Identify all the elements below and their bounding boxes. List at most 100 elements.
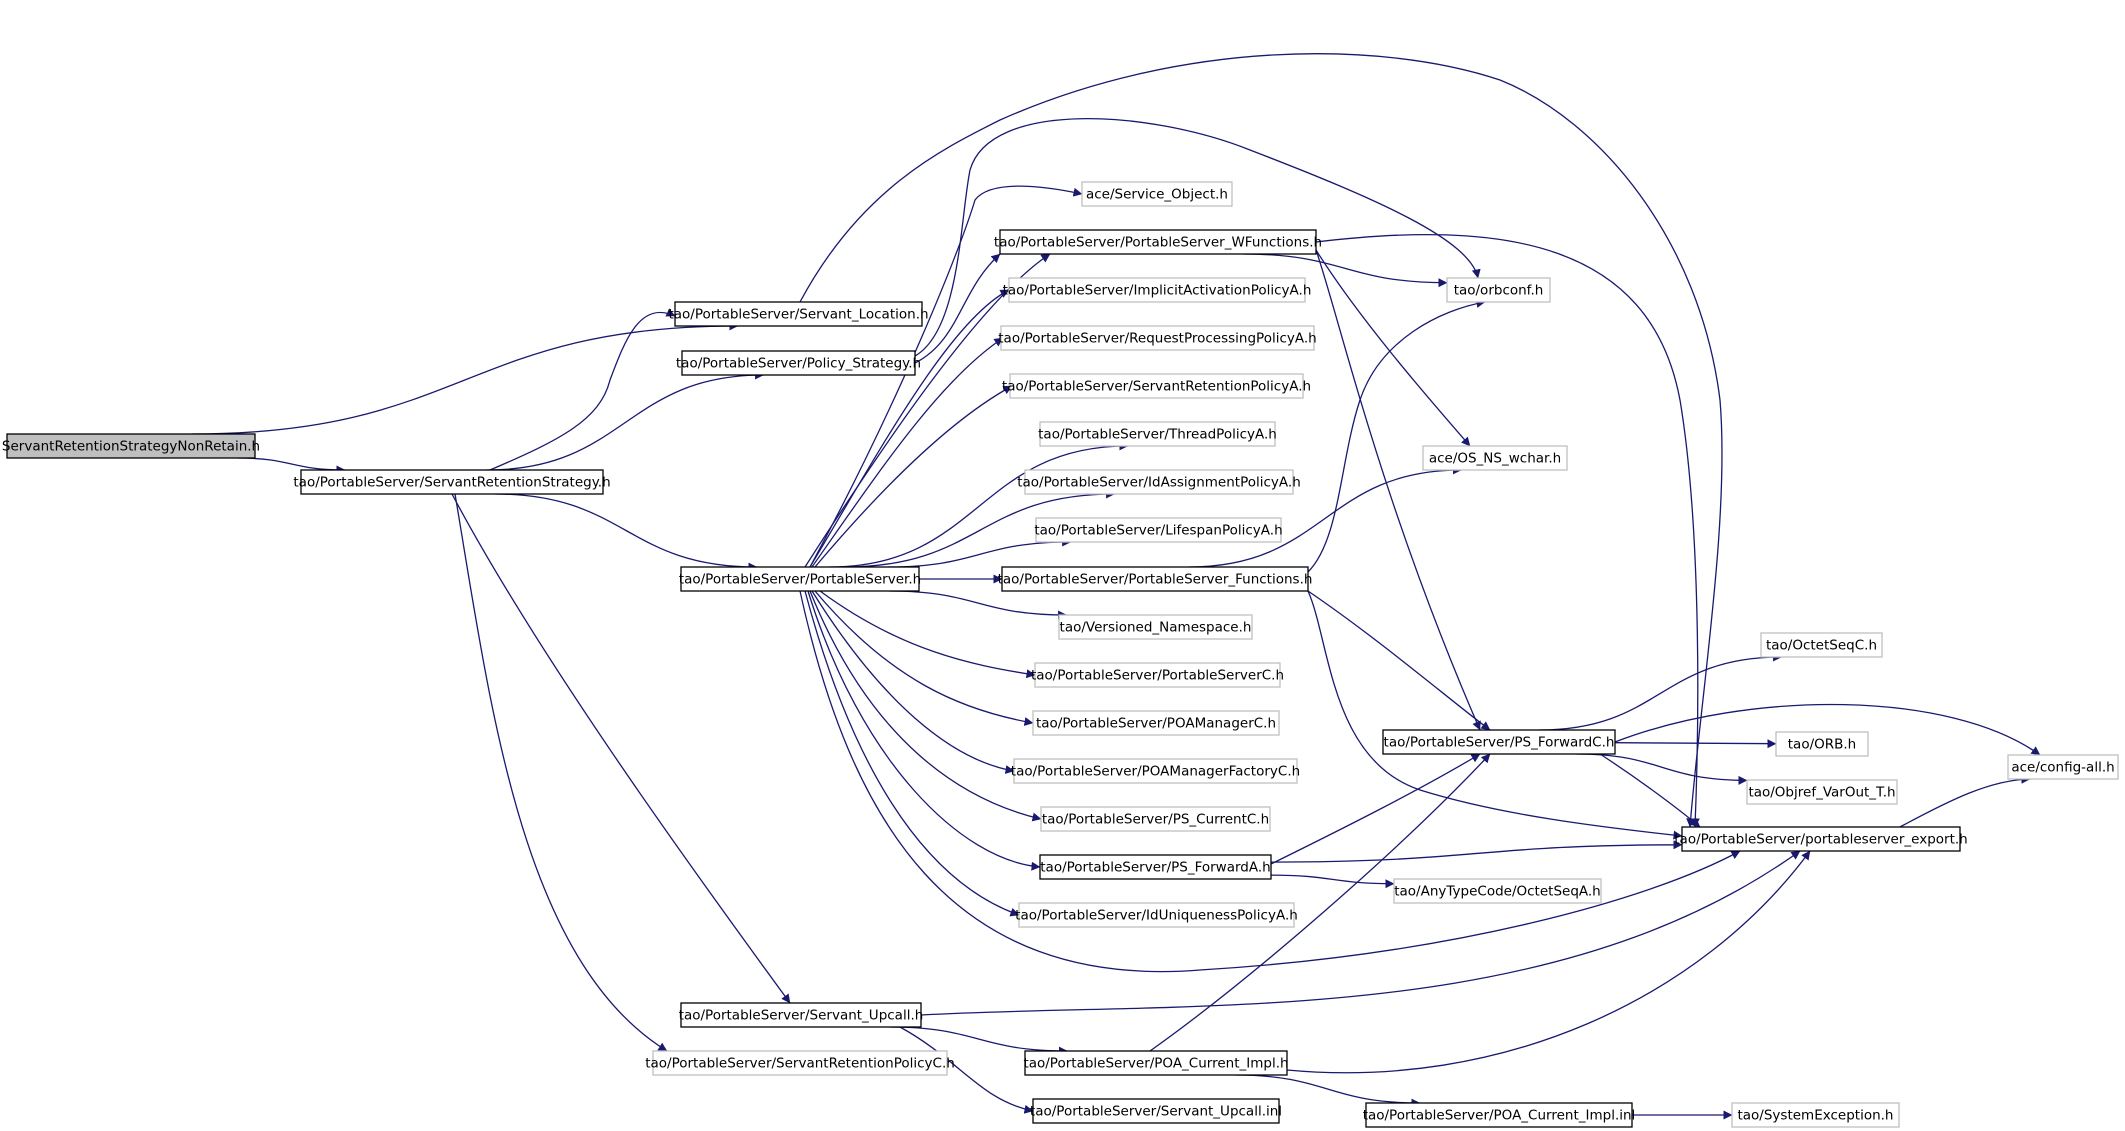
file-node-label: tao/PortableServer/POAManagerFactoryC.h bbox=[1011, 764, 1300, 780]
file-node-label: tao/PortableServer/Servant_Upcall.h bbox=[679, 1008, 924, 1024]
file-node-svcobj: ace/Service_Object.h bbox=[1081, 181, 1233, 207]
file-node-label: ace/OS_NS_wchar.h bbox=[1429, 451, 1561, 467]
file-node-label: tao/PortableServer/Policy_Strategy.h bbox=[676, 356, 921, 372]
file-node-wfun[interactable]: tao/PortableServer/PortableServer_WFunct… bbox=[994, 229, 1322, 255]
file-node-supcall[interactable]: tao/PortableServer/Servant_Upcall.h bbox=[679, 1002, 924, 1028]
dependency-edge-pstrat-to-orbconf bbox=[914, 118, 1481, 357]
file-node-srs[interactable]: tao/PortableServer/ServantRetentionStrat… bbox=[293, 469, 611, 495]
dependency-edge-ps-to-psc bbox=[819, 590, 1036, 679]
file-node-orbconf: tao/orbconf.h bbox=[1446, 277, 1551, 303]
file-node-label: tao/PortableServer/IdAssignmentPolicyA.h bbox=[1017, 475, 1301, 491]
file-node-objref: tao/Objref_VarOut_T.h bbox=[1746, 779, 1898, 805]
file-node-box bbox=[1039, 421, 1276, 447]
file-node-rppa: tao/PortableServer/RequestProcessingPoli… bbox=[998, 325, 1317, 351]
file-node-vns: tao/Versioned_Namespace.h bbox=[1058, 614, 1253, 640]
dependency-edge-wfun-to-psfc bbox=[1315, 249, 1481, 731]
file-node-label: tao/Versioned_Namespace.h bbox=[1060, 620, 1252, 636]
file-node-label: tao/PortableServer/PS_ForwardA.h bbox=[1040, 860, 1270, 876]
dependency-edge-srs-to-pstrat bbox=[486, 370, 765, 471]
file-node-psfc[interactable]: tao/PortableServer/PS_ForwardC.h bbox=[1382, 729, 1616, 755]
file-node-label: tao/Objref_VarOut_T.h bbox=[1748, 785, 1895, 801]
file-node-pci[interactable]: tao/PortableServer/POA_Current_Impl.h bbox=[1023, 1050, 1289, 1076]
file-node-iapa: tao/PortableServer/ImplicitActivationPol… bbox=[1003, 277, 1311, 303]
file-node-box bbox=[1034, 662, 1281, 688]
dependency-edge-psfa-to-psfc bbox=[1270, 753, 1481, 865]
dependency-edge-wfun-to-export bbox=[1315, 233, 1700, 828]
dependency-edge-ps-to-idapa bbox=[844, 489, 1116, 568]
file-node-label: tao/PortableServer/ServantRetentionPolic… bbox=[1002, 379, 1311, 395]
file-node-psc: tao/PortableServer/PortableServerC.h bbox=[1031, 662, 1284, 688]
file-node-pstrat[interactable]: tao/PortableServer/Policy_Strategy.h bbox=[676, 350, 921, 376]
file-node-lpa: tao/PortableServer/LifespanPolicyA.h bbox=[1034, 517, 1283, 543]
dependency-edge-fun-to-psfc bbox=[1307, 590, 1491, 731]
file-node-box bbox=[680, 566, 920, 592]
dependency-edge-pstrat-to-wfun bbox=[914, 253, 1001, 364]
file-node-sysex: tao/SystemException.h bbox=[1731, 1102, 1900, 1128]
dependency-edge-ps-to-iapa bbox=[809, 289, 1010, 568]
file-node-label: tao/PortableServer/PortableServer_Functi… bbox=[998, 572, 1313, 588]
file-node-label: tao/PortableServer/PS_CurrentC.h bbox=[1042, 812, 1269, 828]
dependency-edge-psfa-to-export bbox=[1270, 840, 1683, 863]
dependency-edge-export-to-cfgall bbox=[1899, 774, 2031, 828]
file-node-box bbox=[1731, 1102, 1900, 1128]
file-node-label: tao/PortableServer/PortableServerC.h bbox=[1031, 668, 1284, 684]
file-node-pmfc: tao/PortableServer/POAManagerFactoryC.h bbox=[1011, 758, 1300, 784]
dependency-edge-root-to-sloc bbox=[191, 321, 739, 435]
file-node-box bbox=[1039, 854, 1272, 880]
file-node-box bbox=[1393, 878, 1602, 904]
file-node-label: tao/PortableServer/POA_Current_Impl.h bbox=[1023, 1056, 1288, 1072]
dependency-edge-wfun-to-nswchar bbox=[1315, 249, 1471, 447]
file-node-nswchar: ace/OS_NS_wchar.h bbox=[1422, 445, 1568, 471]
file-node-root[interactable]: ServantRetentionStrategyNonRetain.h bbox=[2, 433, 260, 459]
file-node-box bbox=[1008, 277, 1306, 303]
file-node-label: tao/PortableServer/IdUniquenessPolicyA.h bbox=[1015, 908, 1298, 924]
dependency-edge-psfa-to-anyoct bbox=[1270, 874, 1395, 889]
file-node-orb: tao/ORB.h bbox=[1775, 731, 1869, 757]
file-node-cfgall: ace/config-all.h bbox=[2007, 754, 2119, 780]
file-node-label: ace/config-all.h bbox=[2011, 760, 2114, 776]
dependency-edge-srs-to-sloc bbox=[489, 308, 676, 471]
dependency-edge-srs-to-supcall bbox=[451, 493, 791, 1004]
dependency-edge-ps-to-pscur bbox=[809, 590, 1042, 822]
file-node-pciinl[interactable]: tao/PortableServer/POA_Current_Impl.inl bbox=[1363, 1102, 1636, 1128]
file-node-box bbox=[1040, 806, 1271, 832]
file-node-box bbox=[1009, 373, 1304, 399]
file-node-psfa[interactable]: tao/PortableServer/PS_ForwardA.h bbox=[1039, 854, 1272, 880]
dependency-edge-pci-to-psfc bbox=[1149, 753, 1491, 1052]
file-node-sloc[interactable]: tao/PortableServer/Servant_Location.h bbox=[668, 301, 929, 327]
file-node-label: tao/orbconf.h bbox=[1454, 283, 1544, 299]
file-node-label: tao/PortableServer/PS_ForwardC.h bbox=[1384, 735, 1615, 751]
node-layer: ServantRetentionStrategyNonRetain.h tao/P… bbox=[2, 181, 2119, 1128]
dependency-edge-pci-to-pciinl bbox=[1235, 1074, 1421, 1108]
file-node-box bbox=[1422, 445, 1568, 471]
file-node-ps[interactable]: tao/PortableServer/PortableServer.h bbox=[679, 566, 921, 592]
dependency-edge-ps-to-export bbox=[799, 590, 1741, 973]
file-node-srpa: tao/PortableServer/ServantRetentionPolic… bbox=[1002, 373, 1311, 399]
dependency-edge-fun-to-export bbox=[1307, 590, 1683, 840]
dependency-edge-supcall-to-export bbox=[920, 850, 1801, 1016]
file-node-srpc: tao/PortableServer/ServantRetentionPolic… bbox=[645, 1050, 955, 1076]
dependency-edge-psfc-to-export bbox=[1599, 753, 1701, 828]
dependency-edge-supcall-to-supinl bbox=[899, 1026, 1034, 1114]
file-node-label: tao/PortableServer/PortableServer_WFunct… bbox=[994, 235, 1322, 251]
file-node-box bbox=[1018, 902, 1295, 928]
dependency-edge-supcall-to-pci bbox=[889, 1026, 1068, 1056]
file-node-box bbox=[1365, 1102, 1633, 1128]
file-node-box bbox=[2007, 754, 2119, 780]
dependency-edge-ps-to-pmfc bbox=[811, 590, 1015, 774]
file-node-box bbox=[652, 1050, 948, 1076]
file-node-label: tao/PortableServer/RequestProcessingPoli… bbox=[998, 331, 1316, 347]
file-node-supinl[interactable]: tao/PortableServer/Servant_Upcall.inl bbox=[1030, 1098, 1282, 1124]
dependency-edge-ps-to-pmc bbox=[814, 590, 1034, 726]
file-node-box bbox=[1081, 181, 1233, 207]
file-node-label: tao/PortableServer/ServantRetentionPolic… bbox=[645, 1056, 955, 1072]
dependency-edge-fun-to-nswchar bbox=[1188, 465, 1462, 568]
file-node-label: tao/PortableServer/PortableServer.h bbox=[679, 572, 921, 588]
dependency-edge-psfc-to-objref bbox=[1576, 753, 1748, 785]
file-node-octc: tao/OctetSeqC.h bbox=[1760, 632, 1883, 658]
file-node-export[interactable]: tao/PortableServer/portableserver_export… bbox=[1674, 826, 1968, 852]
dependency-edge-root-to-srs bbox=[237, 457, 346, 475]
dependency-edge-sloc-to-export bbox=[799, 53, 1723, 828]
file-node-fun[interactable]: tao/PortableServer/PortableServer_Functi… bbox=[998, 566, 1313, 592]
file-node-box bbox=[1024, 1050, 1288, 1076]
